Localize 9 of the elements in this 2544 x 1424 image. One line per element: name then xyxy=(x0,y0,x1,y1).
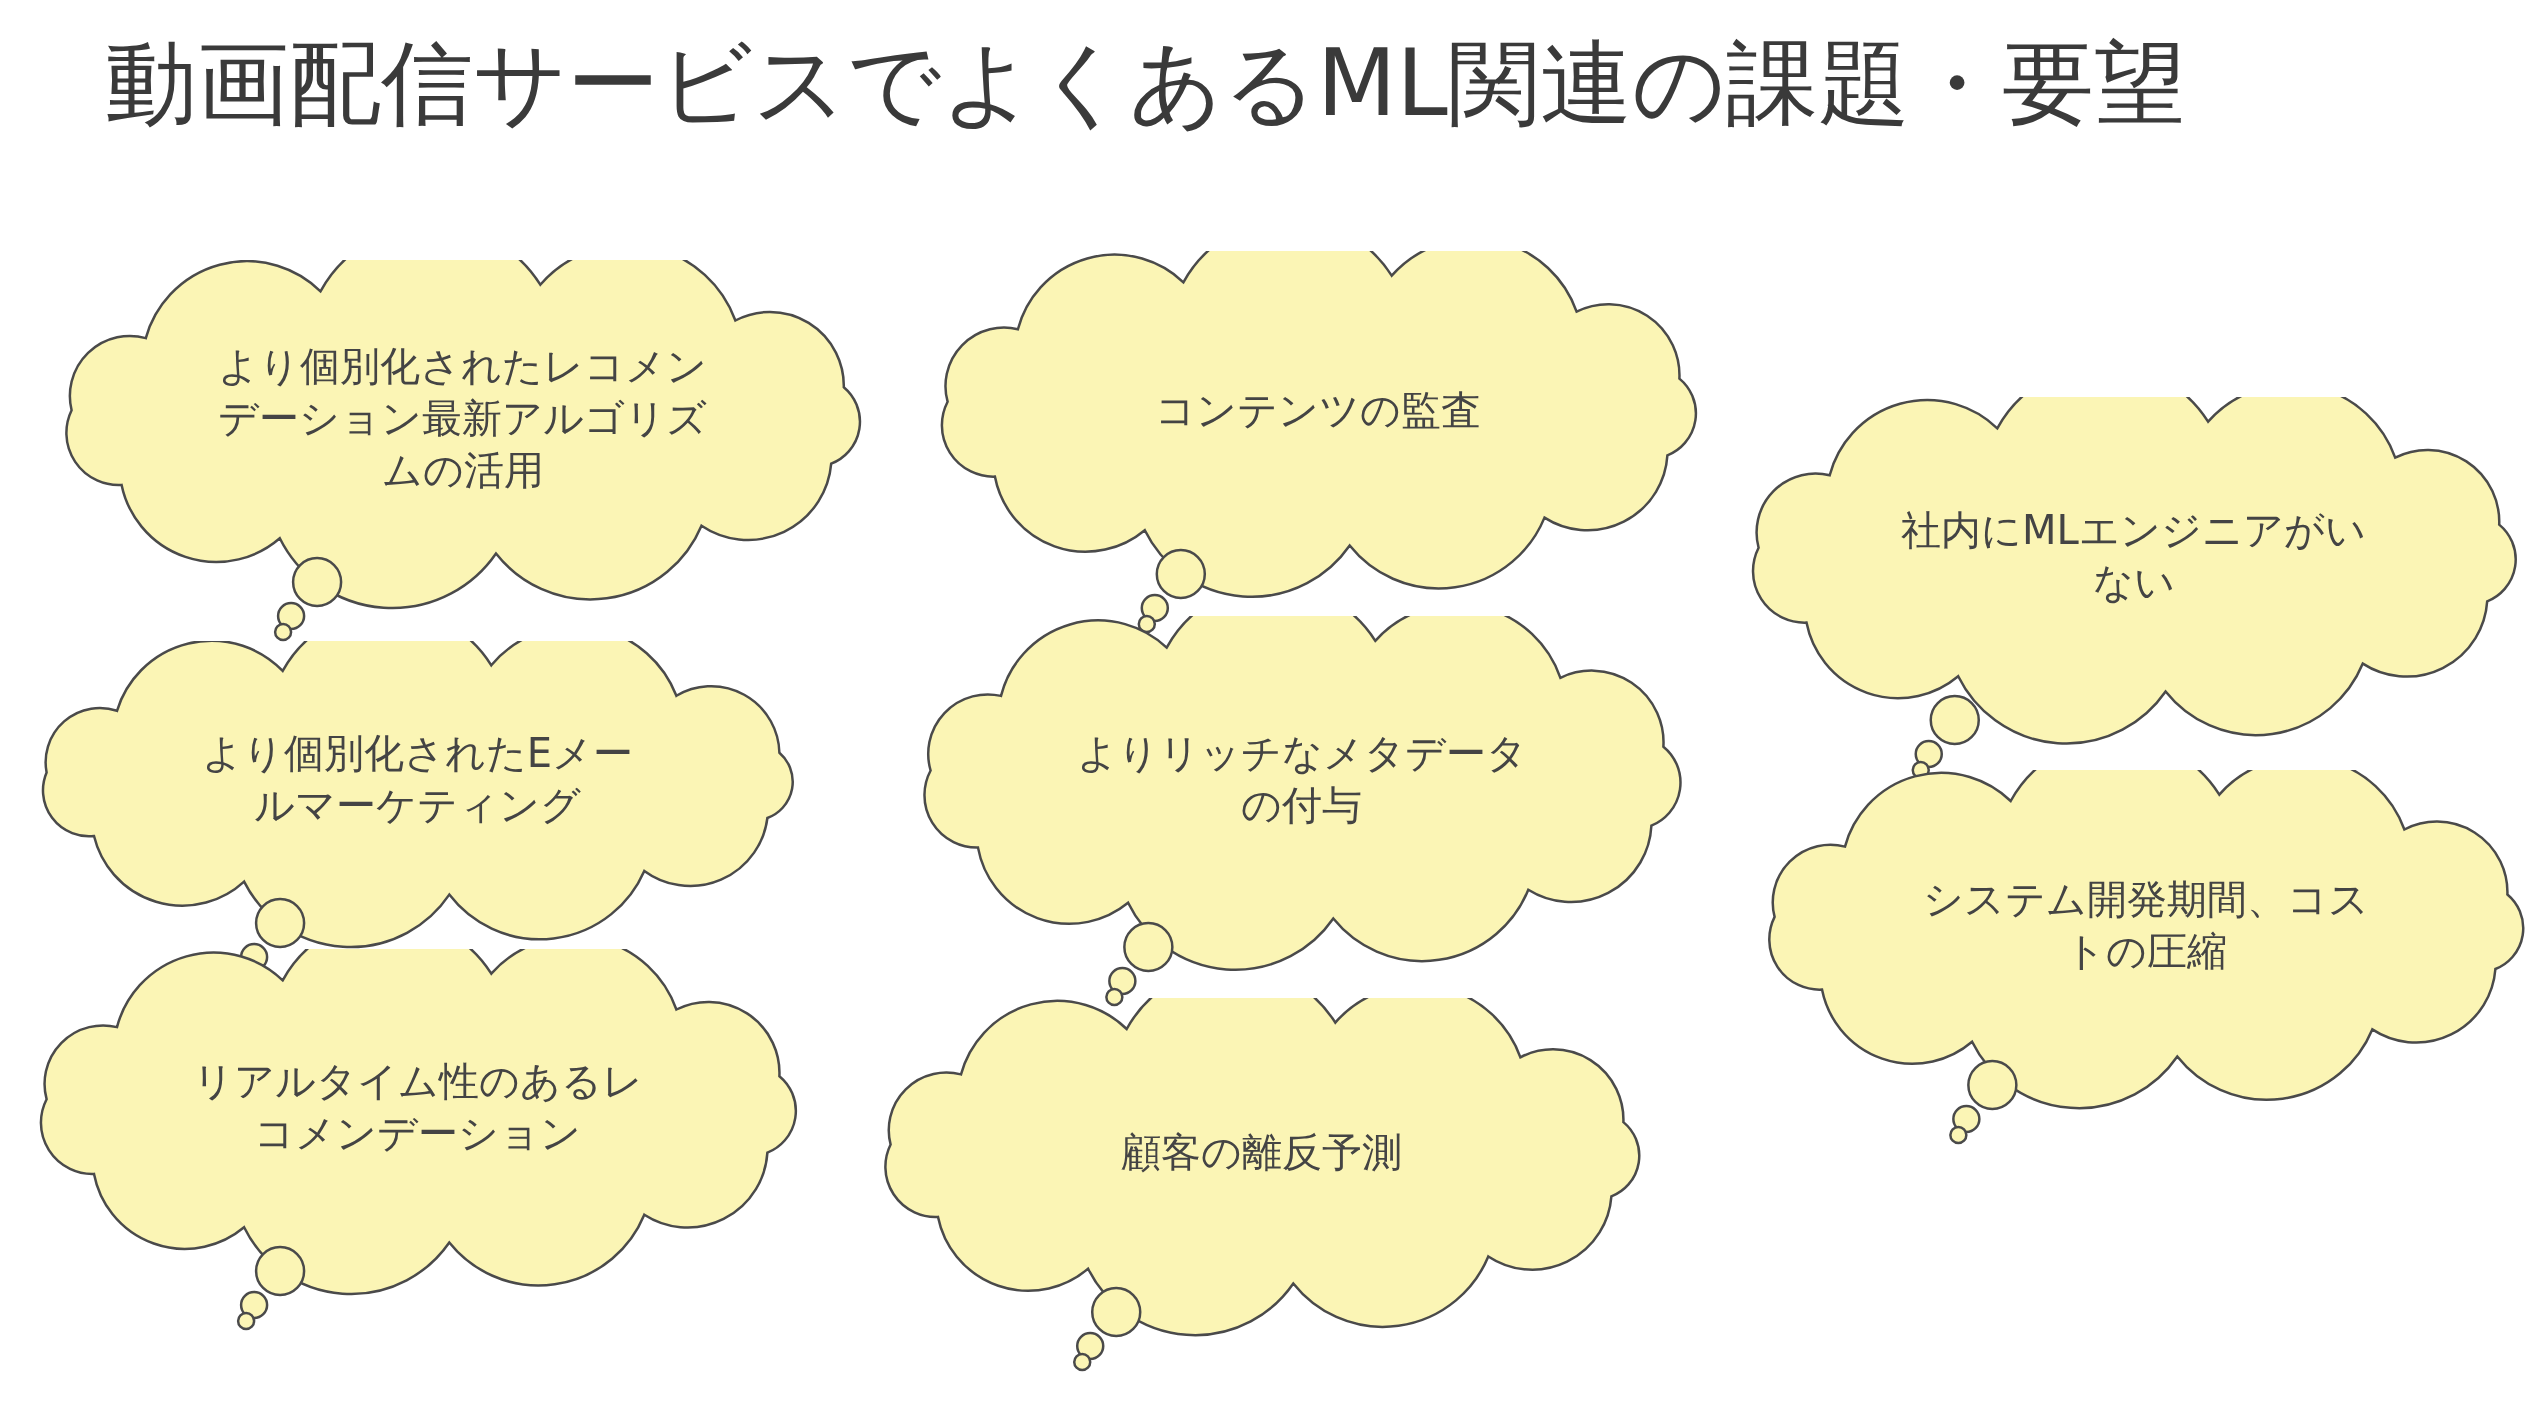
cloud-text: より個別化されたレコメンデーション最新アルゴリズムの活用 xyxy=(217,342,708,495)
slide-title: 動画配信サービスでよくあるML関連の課題・要望 xyxy=(105,29,2186,139)
cloud-text: 社内にMLエンジニアがいない xyxy=(1900,505,2367,607)
cloud-text: システム開発期間、コストの圧縮 xyxy=(1921,874,2370,976)
cloud-text: より個別化されたEメールマーケティング xyxy=(200,729,635,830)
cloud-text: リアルタイム性のあるレコメンデーション xyxy=(191,1057,644,1158)
cloud-text: 顧客の離反予測 xyxy=(1120,1128,1403,1177)
cloud-text: よりリッチなメタデータの付与 xyxy=(1075,728,1528,830)
cloud-text: コンテンツの監査 xyxy=(1154,385,1482,435)
